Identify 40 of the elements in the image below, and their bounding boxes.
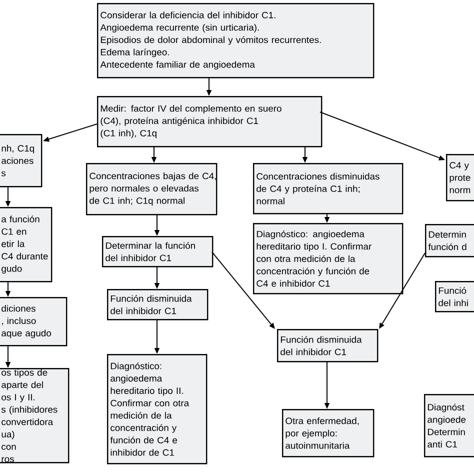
process-box	[86, 163, 218, 216]
node-label: nh, C1q aciones s	[1, 144, 34, 176]
process-box	[282, 409, 374, 458]
node-label: Episodios de dolor abdominal y vómitos recurrentes.	[100, 36, 321, 45]
node-label: Diagnóstico: angioedema hereditario tipo I. Confirmar con otra medición de la concentración y función de C4 e inhibidor C1	[256, 230, 372, 287]
process-box	[0, 134, 42, 188]
process-box	[253, 163, 404, 214]
node-label: Concentraciones bajas de C4, pero normales o elevadas de C1 inh; C1q normal	[90, 172, 216, 206]
node-label: Angioedema recurrente (sin urticaria).	[100, 24, 259, 32]
process-box	[102, 236, 214, 268]
node-label: os tipos de aparte del os I y II. s (inhibidores convertidora ua) con ros	[1, 369, 58, 462]
node-label: Considerar la deficiencia del inhibidor C1.	[100, 12, 276, 18]
process-box	[97, 3, 374, 78]
process-box	[0, 297, 68, 346]
node-label: Diagnóstico: angioedema hereditario tipo II. Confirmar con otra medición de la concentración y función de C4 e inhibidor de C1	[110, 362, 190, 456]
process-box	[435, 281, 474, 312]
process-box	[0, 368, 70, 464]
node-label: diciones , incluso aque agudo	[2, 305, 51, 338]
process-box	[253, 223, 404, 294]
node-label: Determin función d	[428, 231, 466, 250]
node-label: Funció del inhi	[438, 287, 468, 306]
node-label: Diagnóst angioede Determin anti C1	[428, 404, 466, 448]
node-label: Edema laríngeo.	[100, 48, 169, 58]
node-label: Medir: factor IV del complemento en suero (C4), proteína antigénica inhibidor C1 (C1 inh), C1q	[100, 105, 282, 138]
node-label: C4 y prote norm	[450, 162, 470, 194]
process-box	[425, 224, 474, 258]
process-box	[424, 394, 474, 458]
process-box	[277, 329, 378, 362]
node-label: Otra enfermedad, por ejemplo: autoinmunitaria	[286, 417, 359, 449]
process-box	[107, 354, 208, 464]
node-label: Concentraciones disminuidas de C4 y proteína C1 inh; normal	[256, 172, 380, 204]
process-box	[446, 154, 474, 202]
process-box	[97, 96, 322, 148]
node-label: a función C1 en etir la C4 durante gudo	[2, 216, 48, 274]
process-box	[107, 289, 208, 320]
process-box	[0, 207, 52, 282]
node-label: Función disminuida del inhibidor C1	[110, 295, 192, 314]
node-label: Determinar la función del inhibidor C1	[106, 242, 195, 262]
node-label: Antecedente familiar de angioedema	[100, 61, 255, 70]
node-label: Función disminuida del inhibidor C1	[280, 336, 362, 356]
